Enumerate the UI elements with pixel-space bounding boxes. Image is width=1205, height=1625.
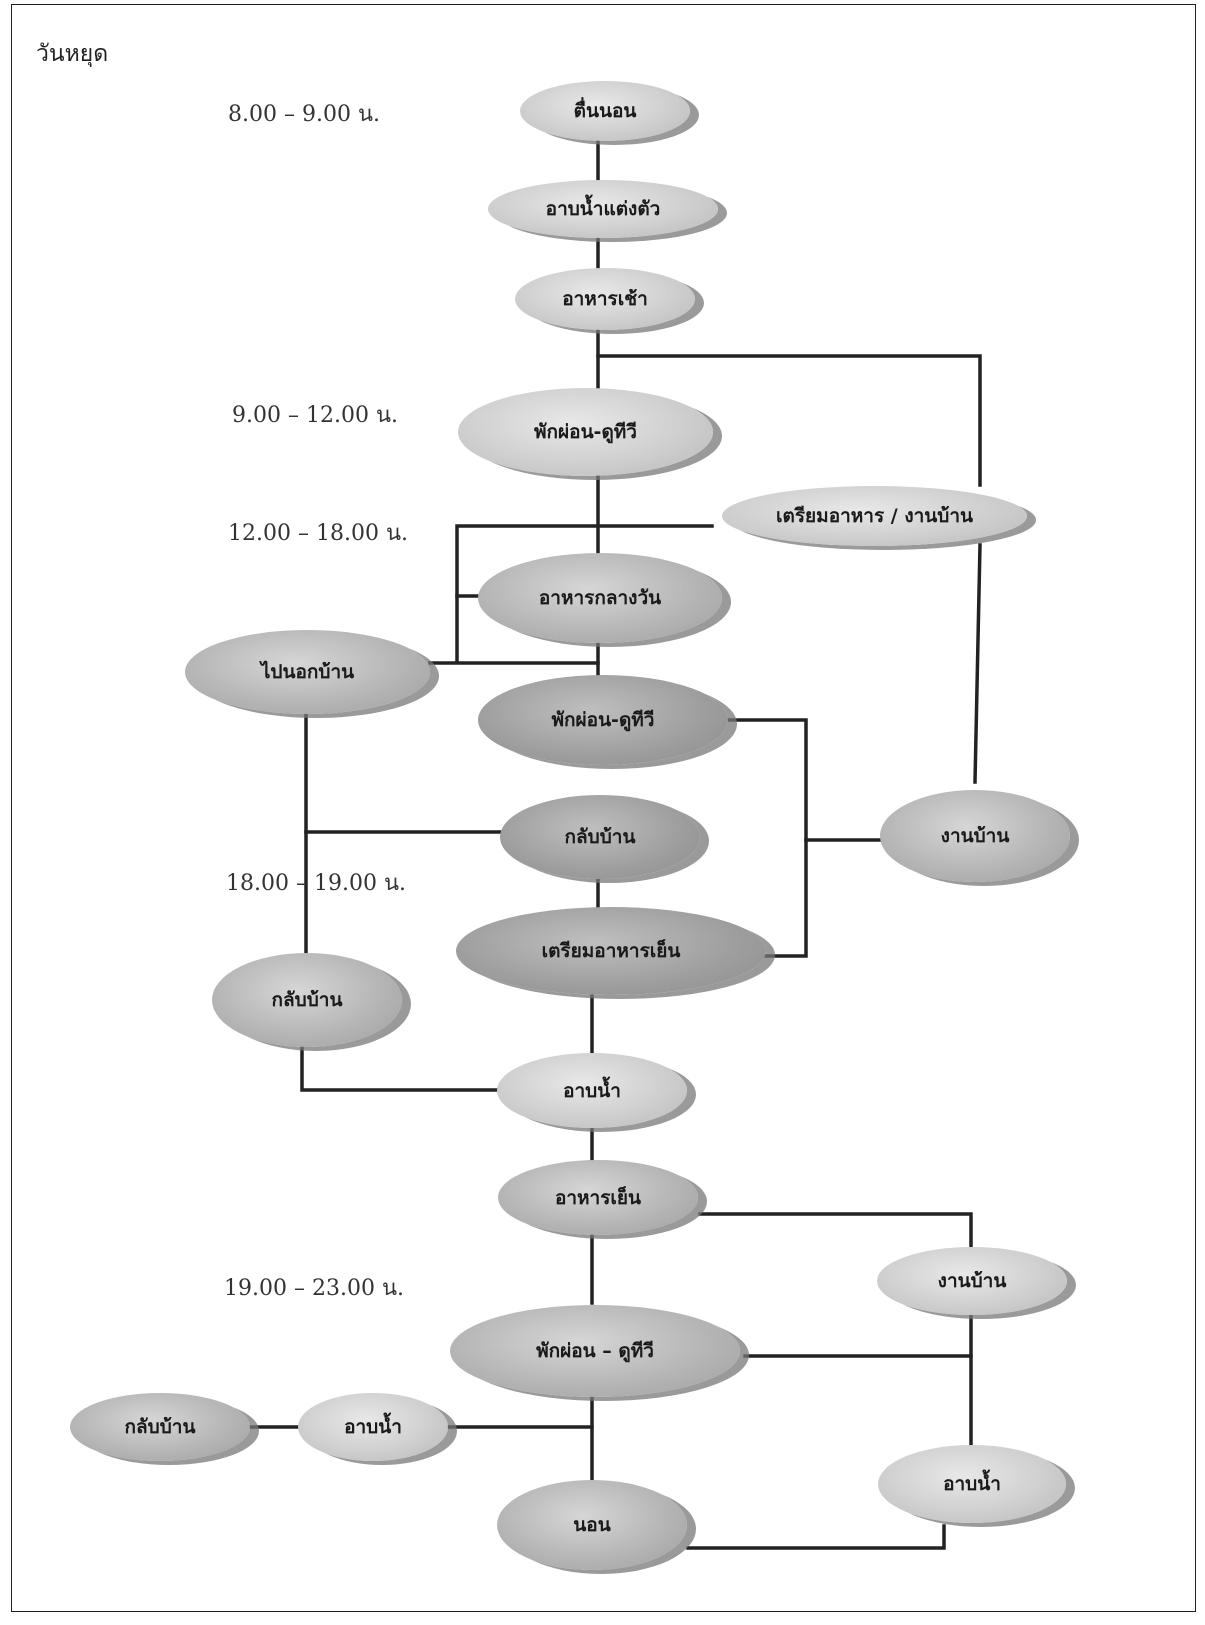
node-return-home-night: กลับบ้าน <box>70 1393 250 1461</box>
node-shower-evening: อาบน้ำ <box>497 1053 687 1128</box>
node-housework-night: งานบ้าน <box>877 1247 1067 1315</box>
node-lunch: อาหารกลางวัน <box>478 553 722 643</box>
connector <box>455 524 714 662</box>
connector <box>686 1524 946 1550</box>
node-wake-up: ตื่นนอน <box>520 81 690 141</box>
connector <box>428 641 600 665</box>
node-return-home-left: กลับบ้าน <box>212 953 402 1047</box>
time-label-late-morning: 9.00 – 12.00 น. <box>232 403 398 428</box>
node-return-home-afternoon: กลับบ้าน <box>500 795 700 879</box>
node-prepare-food-housework: เตรียมอาหาร / งานบ้าน <box>722 486 1027 546</box>
time-label-evening: 18.00 – 19.00 น. <box>226 871 406 896</box>
connector <box>596 354 982 487</box>
node-shower-night-left: อาบน้ำ <box>298 1393 448 1461</box>
node-sleep: นอน <box>497 1480 687 1570</box>
connector <box>698 1212 973 1249</box>
node-rest-tv-afternoon: พักผ่อน-ดูทีวี <box>478 675 728 765</box>
node-breakfast: อาหารเช้า <box>515 268 695 330</box>
connector <box>300 1045 499 1092</box>
page-heading: วันหยุด <box>36 41 109 67</box>
page-frame <box>11 4 1196 1612</box>
connector <box>725 718 808 958</box>
node-prepare-dinner: เตรียมอาหารเย็น <box>456 907 766 995</box>
connector <box>973 543 982 784</box>
time-label-night: 19.00 – 23.00 น. <box>224 1276 404 1301</box>
node-go-out: ไปนอกบ้าน <box>185 630 430 714</box>
node-housework-afternoon: งานบ้าน <box>880 790 1070 882</box>
node-shower-night-right: อาบน้ำ <box>878 1445 1066 1523</box>
connector <box>445 1394 594 1429</box>
node-bathe-dress: อาบน้ำแต่งตัว <box>488 180 718 238</box>
node-dinner: อาหารเย็น <box>498 1160 698 1235</box>
time-label-morning: 8.00 – 9.00 น. <box>228 102 380 127</box>
node-rest-tv-night: พักผ่อน – ดูทีวี <box>450 1305 740 1397</box>
node-rest-tv-morning: พักผ่อน-ดูทีวี <box>458 388 713 476</box>
time-label-afternoon: 12.00 – 18.00 น. <box>228 521 408 546</box>
